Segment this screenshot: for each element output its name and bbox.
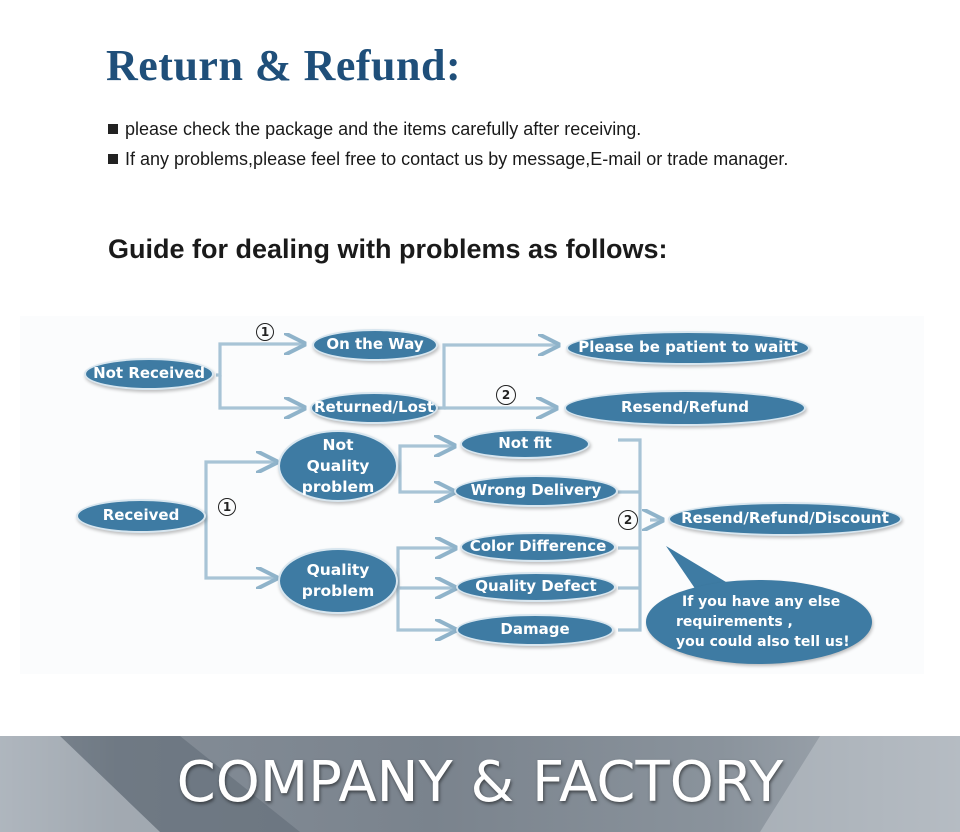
node-damage: Damage: [456, 614, 614, 646]
bubble-line: requirements ,: [676, 614, 793, 630]
banner-shading: [0, 736, 960, 832]
node-resend-refund: Resend/Refund: [564, 390, 806, 426]
node-line: problem: [301, 477, 375, 496]
node-received: Received: [76, 499, 206, 533]
node-line: problem: [301, 582, 375, 600]
notice-text: If any problems,please feel free to cont…: [125, 148, 789, 169]
notice-text: please check the package and the items c…: [125, 118, 642, 139]
node-on-the-way: On the Way: [312, 329, 438, 361]
node-wrong-delivery: Wrong Delivery: [454, 475, 618, 507]
node-line: Quality: [306, 456, 370, 475]
node-color-difference: Color Difference: [460, 532, 616, 562]
company-factory-banner: COMPANY & FACTORY: [0, 736, 960, 832]
node-not-received: Not Received: [84, 358, 214, 390]
speech-bubble: If you have any else requirements , you …: [646, 580, 872, 664]
step-two-badge: 2: [618, 510, 638, 530]
problem-flow-diagram: Not Received 1 On the Way Returned/Lost …: [20, 316, 924, 674]
banner-title: COMPANY & FACTORY: [176, 750, 784, 815]
step-two-badge: 2: [496, 385, 516, 405]
speech-bubble-tail-icon: [666, 546, 726, 590]
flow-connectors: [204, 316, 924, 674]
bubble-line: you could also tell us!: [676, 634, 850, 650]
node-not-fit: Not fit: [460, 429, 590, 459]
node-please-be-patient: Please be patient to waitt: [566, 331, 810, 365]
node-returned-lost: Returned/Lost: [310, 392, 438, 424]
node-not-quality-problem: Not Quality problem: [278, 430, 398, 502]
bullet-square-icon: [108, 124, 118, 134]
node-quality-defect: Quality Defect: [456, 572, 616, 602]
node-line: Quality: [306, 561, 370, 579]
notice-list: please check the package and the items c…: [108, 114, 788, 174]
node-line: Not: [322, 435, 354, 454]
bubble-line: If you have any else: [682, 594, 841, 610]
notice-item: If any problems,please feel free to cont…: [108, 144, 788, 174]
bullet-square-icon: [108, 154, 118, 164]
node-quality-problem: Quality problem: [278, 548, 398, 614]
guide-heading: Guide for dealing with problems as follo…: [108, 234, 668, 264]
step-one-badge: 1: [218, 498, 236, 516]
page-title: Return & Refund:: [106, 41, 462, 90]
step-one-badge: 1: [256, 323, 274, 341]
notice-item: please check the package and the items c…: [108, 114, 788, 144]
node-resend-refund-discount: Resend/Refund/Discount: [668, 502, 902, 536]
